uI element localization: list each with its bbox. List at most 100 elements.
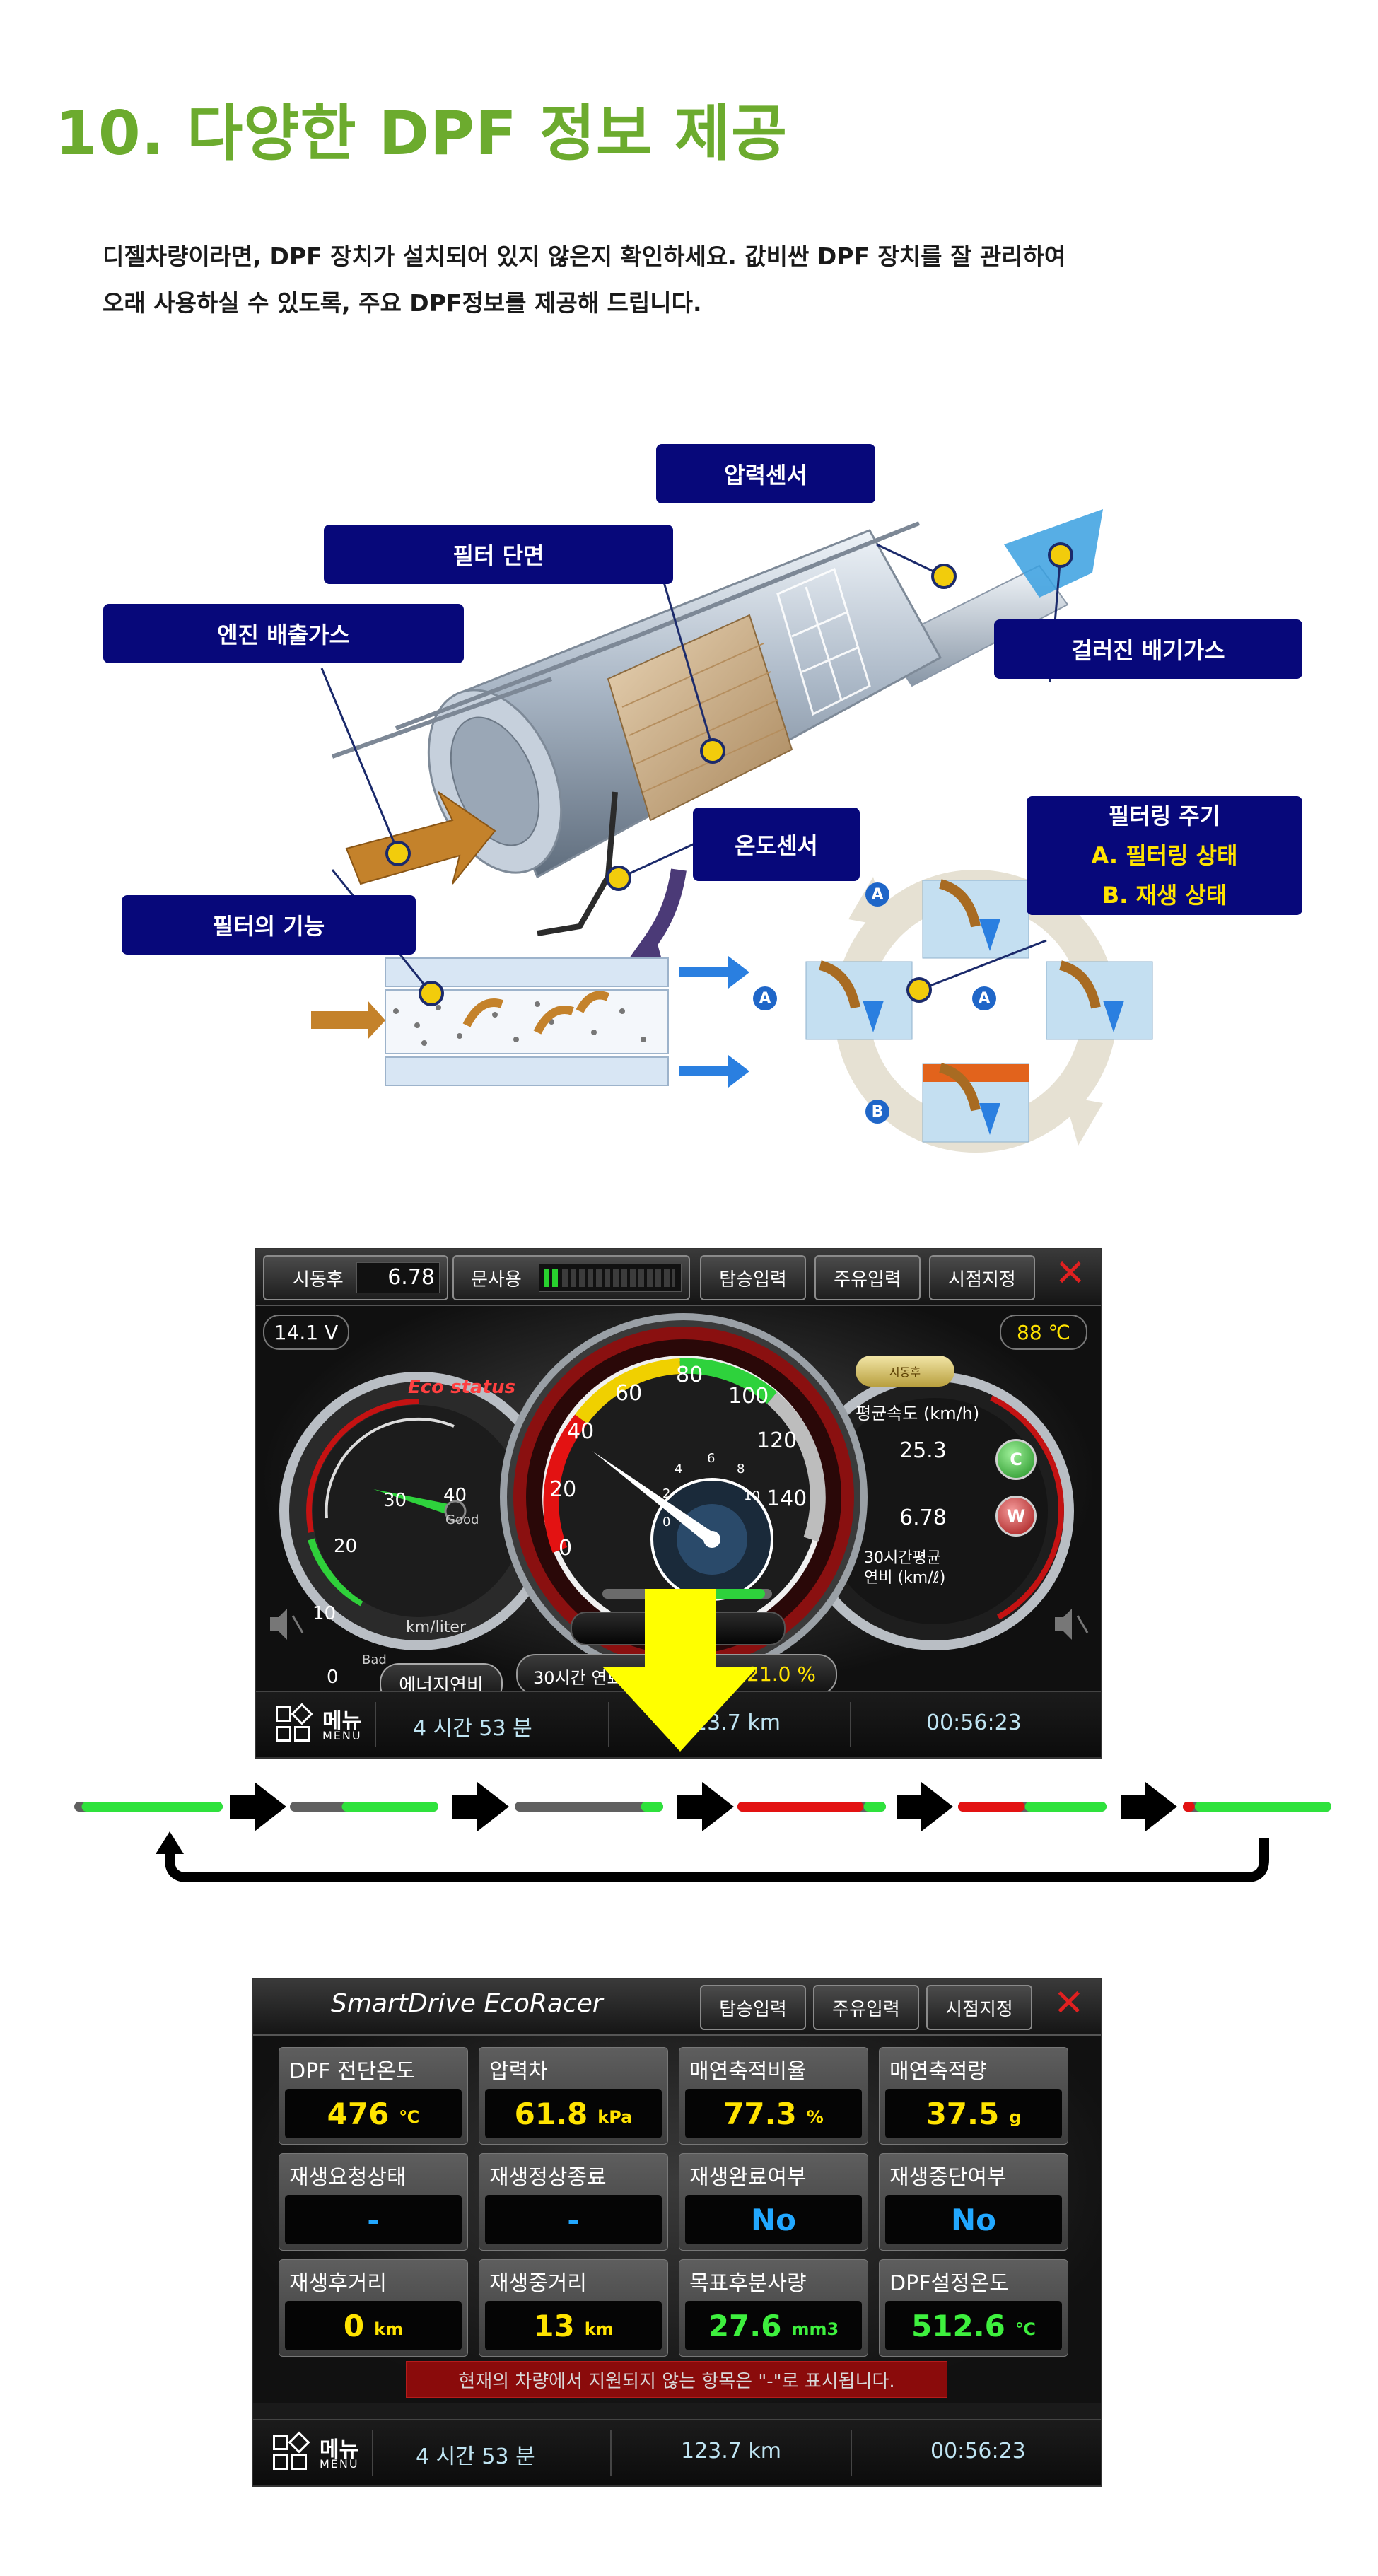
fuel-unit-label: km/liter bbox=[406, 1619, 467, 1636]
inner-tick-8: 8 bbox=[737, 1462, 745, 1476]
menu-button-2[interactable]: 메뉴 MENU bbox=[267, 2428, 366, 2478]
point-set-button-2[interactable]: 시점지정 bbox=[926, 1985, 1032, 2030]
dpf-diagram: A A A B 압력센서 필터 단면 엔진 배출가스 걸러진 배기가스 온도센서… bbox=[0, 424, 1378, 1167]
loop-back-arrow bbox=[165, 1838, 1269, 1882]
dpf-cell-unit: ℃ bbox=[399, 2107, 420, 2127]
menu-label-kr-2: 메뉴 bbox=[320, 2437, 359, 2462]
fuel-ratio-meter bbox=[539, 1264, 682, 1292]
dpf-cell-label: 매연축적량 bbox=[889, 2059, 987, 2084]
close-icon[interactable]: ✕ bbox=[1055, 1252, 1086, 1295]
label-temp-sensor: 온도센서 bbox=[693, 808, 860, 881]
speed-tick-0: 0 bbox=[559, 1536, 573, 1561]
fuel-needle bbox=[373, 1488, 457, 1517]
label-engine-exhaust: 엔진 배출가스 bbox=[103, 604, 464, 663]
dpf-cell-value: 61.8 bbox=[514, 2096, 588, 2131]
dpf-info-dashboard: SmartDrive EcoRacer 탑승입력 주유입력 시점지정 ✕ DPF… bbox=[252, 1978, 1102, 2487]
arrow-icon-3 bbox=[677, 1782, 734, 1831]
after-start-pill[interactable]: 시동후 bbox=[856, 1356, 954, 1387]
dpf-cell-label: 재생후거리 bbox=[289, 2271, 387, 2296]
exhaust-inlet-arrow bbox=[345, 791, 496, 885]
app-title: SmartDrive EcoRacer bbox=[331, 1989, 603, 2018]
dpf-cell-value: No bbox=[950, 2202, 996, 2237]
eco-status-label: Eco status bbox=[408, 1377, 515, 1398]
fuel-ratio-label: 문사용 bbox=[471, 1269, 522, 1290]
menu-label-en-2: MENU bbox=[320, 2457, 359, 2471]
dpf-cell-value-box: No bbox=[885, 2195, 1062, 2244]
dpf-cell-value: 0 bbox=[343, 2308, 365, 2343]
speed-tick-120: 120 bbox=[757, 1428, 798, 1453]
inner-tick-2: 2 bbox=[662, 1486, 671, 1501]
speed-tick-100: 100 bbox=[728, 1384, 769, 1409]
dpf-cell-value-box: No bbox=[685, 2195, 862, 2244]
economy-label-2: 연비 (km/ℓ) bbox=[864, 1569, 946, 1587]
fuel-ratio-box: 문사용 bbox=[452, 1255, 690, 1300]
label-filtered-exhaust: 걸러진 배기가스 bbox=[994, 619, 1302, 679]
dpf-cell-unit: km bbox=[374, 2319, 404, 2339]
speed-tick-20: 20 bbox=[549, 1477, 577, 1502]
voltage-readout: 14.1 V bbox=[263, 1315, 349, 1350]
point-set-button[interactable]: 시점지정 bbox=[929, 1255, 1035, 1300]
fuel-input-button-2[interactable]: 주유입력 bbox=[813, 1985, 919, 2030]
avg-speed-value: 25.3 bbox=[899, 1438, 947, 1463]
fuel-tick-20: 20 bbox=[334, 1536, 358, 1557]
progress-bar-green bbox=[341, 1802, 438, 1812]
c-button[interactable]: C bbox=[995, 1439, 1037, 1480]
fuel-good-label: Good bbox=[445, 1513, 479, 1527]
close-icon-2[interactable]: ✕ bbox=[1053, 1982, 1085, 2024]
fuel-tick-30: 30 bbox=[383, 1490, 407, 1511]
after-start-value: 6.78 bbox=[356, 1262, 440, 1293]
progress-sequence-svg bbox=[74, 1782, 1331, 1882]
w-button[interactable]: W bbox=[995, 1496, 1037, 1537]
dpf-cell-label: 재생완료여부 bbox=[689, 2165, 807, 2190]
economy-value: 6.78 bbox=[899, 1505, 947, 1530]
dpf-cell-value-box: 476℃ bbox=[285, 2089, 462, 2138]
avg-speed-label: 평균속도 (km/h) bbox=[856, 1404, 980, 1423]
label-regen-state: B. 재생 상태 bbox=[1102, 882, 1227, 909]
dpf-cell: 재생완료여부 No bbox=[679, 2153, 868, 2251]
dpf-cell-unit: kPa bbox=[597, 2107, 633, 2127]
speed-tick-80: 80 bbox=[676, 1363, 703, 1387]
passenger-input-button-2[interactable]: 탑승입력 bbox=[700, 1985, 806, 2030]
dpf-cell-unit: mm3 bbox=[791, 2319, 839, 2339]
dpf-cell-label: 목표후분사량 bbox=[689, 2271, 807, 2296]
dpf-cell-value: No bbox=[750, 2202, 796, 2237]
economy-label-1: 30시간평균 bbox=[864, 1549, 941, 1567]
dpf-dashboard-bottombar: 메뉴 MENU 4 시간 53 분 123.7 km 00:56:23 bbox=[253, 2419, 1101, 2485]
dpf-cell: 재생요청상태 - bbox=[279, 2153, 468, 2251]
drive-distance-2: 123.7 km bbox=[681, 2439, 782, 2464]
speed-needle bbox=[592, 1451, 716, 1545]
mute-icon-left bbox=[270, 1609, 304, 1640]
progress-bar-red bbox=[1183, 1802, 1195, 1812]
cycle-badge-a-top: A bbox=[865, 882, 889, 907]
arrow-icon-5 bbox=[1121, 1782, 1177, 1831]
label-filtering-cycle-title: 필터링 주기 bbox=[1108, 803, 1221, 829]
inner-tick-4: 4 bbox=[675, 1462, 683, 1476]
dpf-cell-unit: ℃ bbox=[1015, 2319, 1036, 2339]
menu-button[interactable]: 메뉴 MENU bbox=[270, 1699, 369, 1750]
fuel-input-button[interactable]: 주유입력 bbox=[814, 1255, 921, 1300]
filter-channel bbox=[311, 956, 749, 1088]
dpf-cell-label: 재생중거리 bbox=[489, 2271, 587, 2296]
dpf-cell-value: - bbox=[367, 2202, 380, 2237]
dpf-cell-value-box: 0 km bbox=[285, 2301, 462, 2350]
arrow-icon-1 bbox=[230, 1782, 286, 1831]
dpf-cell: 재생정상종료- bbox=[479, 2153, 668, 2251]
dpf-cell: 재생후거리 0 km bbox=[279, 2259, 468, 2357]
passenger-input-button[interactable]: 탑승입력 bbox=[700, 1255, 806, 1300]
dpf-cell-label: 재생요청상태 bbox=[289, 2165, 407, 2190]
dpf-cell-value-box: - bbox=[285, 2195, 462, 2244]
drive-clock-2: 00:56:23 bbox=[930, 2439, 1026, 2464]
intro-line-1: 디젤차량이라면, DPF 장치가 설치되어 있지 않은지 확인하세요. 값비싼 … bbox=[103, 243, 1066, 270]
page-title: 10. 다양한 DPF 정보 제공 bbox=[55, 98, 788, 169]
speed-tick-140: 140 bbox=[766, 1486, 807, 1511]
temperature-readout: 88 ℃ bbox=[1000, 1315, 1087, 1350]
down-arrow-icon bbox=[602, 1589, 758, 1752]
inner-tick-0: 0 bbox=[662, 1515, 671, 1529]
progress-bar-red bbox=[958, 1802, 1025, 1812]
label-filtering-cycle: 필터링 주기 A. 필터링 상태 B. 재생 상태 bbox=[1027, 796, 1302, 915]
fuel-tick-10: 10 bbox=[313, 1603, 337, 1624]
